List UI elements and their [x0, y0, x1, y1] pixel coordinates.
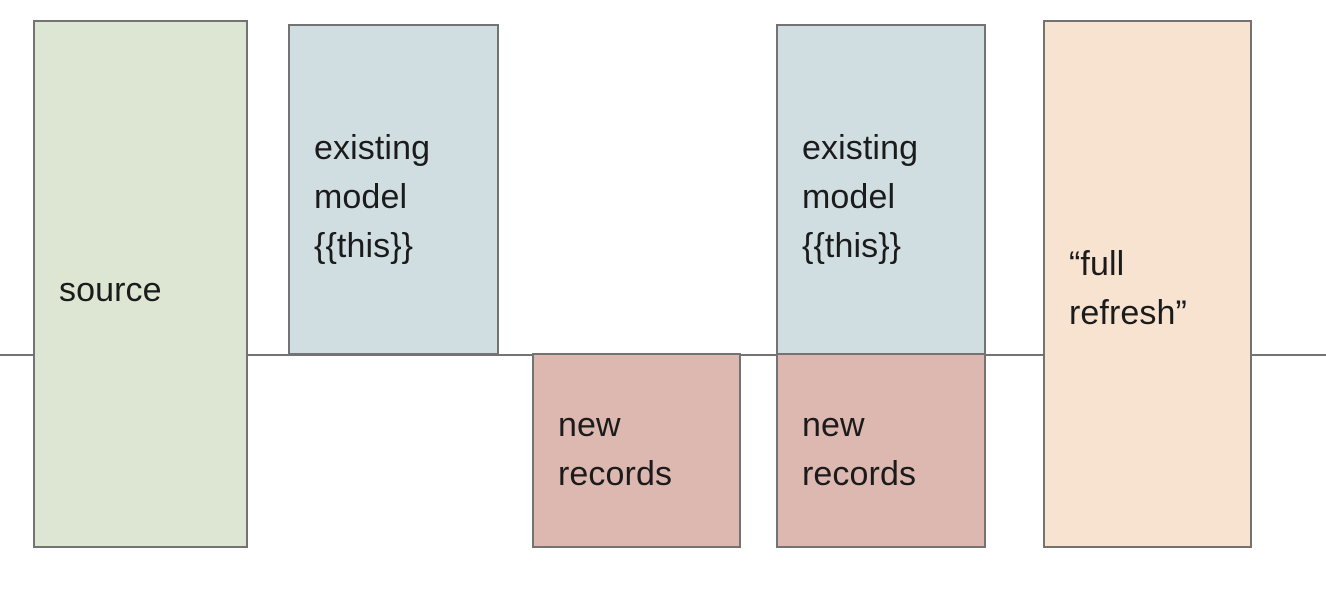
box-source-label: source	[59, 271, 162, 309]
box-source[interactable]: source	[33, 20, 248, 548]
box-new-records-1[interactable]: new records	[532, 353, 741, 548]
box-full-refresh-label: “full refresh”	[1069, 245, 1187, 332]
box-existing-model-2[interactable]: existing model {{this}}	[776, 24, 986, 355]
box-existing-model-1-label: existing model {{this}}	[314, 129, 431, 265]
box-full-refresh[interactable]: “full refresh”	[1043, 20, 1252, 548]
box-existing-model-1[interactable]: existing model {{this}}	[288, 24, 499, 355]
box-new-records-2[interactable]: new records	[776, 353, 986, 548]
box-new-records-1-label: new records	[558, 406, 673, 493]
box-new-records-2-label: new records	[802, 406, 917, 493]
box-existing-model-2-label: existing model {{this}}	[802, 129, 919, 265]
